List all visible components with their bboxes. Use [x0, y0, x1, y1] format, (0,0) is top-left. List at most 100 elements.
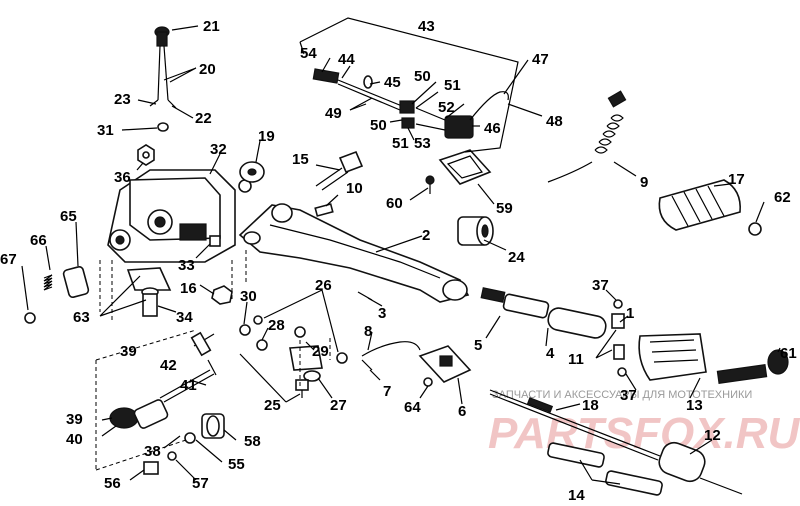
- callout-50-lower: 50: [370, 117, 387, 134]
- parts-drawing: [24, 26, 789, 496]
- part-37-ball-top: [613, 299, 623, 309]
- watermark-caption: ЗАПЧАСТИ И АКСЕССУАРЫ ДЛЯ МОТОТЕХНИКИ: [492, 389, 752, 401]
- part-61-grip-end: [716, 349, 789, 384]
- callout-64: 64: [404, 399, 421, 416]
- callout-2: 2: [422, 227, 430, 244]
- callout-30: 30: [240, 288, 257, 305]
- callout-51-lower: 51: [392, 135, 409, 152]
- callout-21: 21: [203, 18, 220, 35]
- callout-38: 38: [144, 443, 161, 460]
- callout-67: 67: [0, 251, 17, 268]
- part-17-grip: [658, 179, 741, 231]
- part-65-plunger: [62, 265, 90, 299]
- part-14-sleeve-a: [547, 442, 605, 468]
- part-63-bracket: [126, 267, 172, 291]
- callout-20: 20: [199, 61, 216, 78]
- callout-66: 66: [30, 232, 47, 249]
- part-8-wire: [361, 341, 421, 357]
- part-1-bushing: [611, 313, 625, 329]
- callout-65: 65: [60, 208, 77, 225]
- callout-5: 5: [474, 337, 482, 354]
- callout-14: 14: [568, 487, 585, 504]
- callout-25: 25: [264, 397, 281, 414]
- callout-31: 31: [97, 122, 114, 139]
- part-6-switch: [418, 345, 472, 383]
- part-58-bushing: [201, 413, 225, 439]
- callout-43: 43: [418, 18, 435, 35]
- callout-59: 59: [496, 200, 513, 217]
- callout-4: 4: [546, 345, 555, 362]
- callout-47: 47: [532, 51, 549, 68]
- callout-61: 61: [780, 345, 797, 362]
- part-57-washer: [167, 451, 177, 461]
- callout-41: 41: [180, 377, 197, 394]
- callout-52: 52: [438, 99, 455, 116]
- callout-48: 48: [546, 113, 563, 130]
- part-43-stop-switch-group: [312, 68, 509, 139]
- callout-10: 10: [346, 180, 363, 197]
- callout-46: 46: [484, 120, 501, 137]
- watermark-logo: PARTSFOX.RU: [488, 409, 800, 458]
- callout-36: 36: [114, 169, 131, 186]
- callout-55: 55: [228, 456, 245, 473]
- callout-63: 63: [73, 309, 90, 326]
- callout-24: 24: [508, 249, 525, 266]
- callout-3: 3: [378, 305, 386, 322]
- part-33-screw: [209, 235, 221, 247]
- callout-15: 15: [292, 151, 309, 168]
- callout-17: 17: [728, 171, 745, 188]
- part-26-washer: [336, 352, 348, 364]
- callout-56: 56: [104, 475, 121, 492]
- callout-57: 57: [192, 475, 209, 492]
- part-39-40-connector-group: [109, 331, 215, 429]
- part-14-sleeve-b: [605, 470, 663, 496]
- callout-60: 60: [386, 195, 403, 212]
- part-29-block: [289, 345, 323, 371]
- part-27-pin: [303, 370, 321, 382]
- callout-11: 11: [568, 351, 584, 368]
- part-55-screw: [184, 432, 196, 444]
- callout-62: 62: [774, 189, 791, 206]
- part-28-washer: [256, 339, 268, 351]
- part-21-knob: [149, 26, 177, 109]
- part-56-nut: [143, 461, 159, 475]
- part-4-tube: [547, 307, 607, 339]
- callout-39-upper: 39: [120, 343, 137, 360]
- callout-51-upper: 51: [444, 77, 461, 94]
- callout-54: 54: [300, 45, 317, 62]
- part-59-switch-plate: [425, 149, 492, 194]
- part-30-bushing: [239, 324, 251, 336]
- part-7-clip: [361, 359, 373, 371]
- part-64-screw: [423, 377, 433, 387]
- part-62-cap: [748, 222, 762, 236]
- part-32-housing: [107, 169, 252, 263]
- leader-lines: [21, 17, 781, 485]
- part-25-screw: [295, 379, 309, 398]
- callout-16: 16: [180, 280, 197, 297]
- part-15-bolt: [315, 150, 364, 191]
- callout-37-lower: 37: [620, 387, 637, 404]
- part-31-nut: [157, 122, 169, 132]
- callout-44: 44: [338, 51, 355, 68]
- part-30-washer: [253, 315, 263, 325]
- part-2-tiller-arm: [238, 203, 470, 303]
- part-11-pin: [613, 344, 625, 360]
- part-66-spring: [43, 274, 53, 291]
- callout-53: 53: [414, 135, 431, 152]
- callout-33: 33: [178, 257, 195, 274]
- part-5-shaft: [480, 287, 550, 319]
- callout-7: 7: [383, 383, 391, 400]
- part-34-bolt: [141, 287, 159, 317]
- callout-32: 32: [210, 141, 227, 158]
- callout-1: 1: [626, 305, 634, 322]
- callout-13: 13: [686, 397, 703, 414]
- callout-29: 29: [312, 343, 329, 360]
- part-18-throttle-cable: [489, 389, 661, 461]
- callout-39-lower: 39: [66, 411, 83, 428]
- callout-58: 58: [244, 433, 261, 450]
- callout-28: 28: [268, 317, 285, 334]
- callout-34: 34: [176, 309, 193, 326]
- callout-12: 12: [704, 427, 721, 444]
- callout-49: 49: [325, 105, 342, 122]
